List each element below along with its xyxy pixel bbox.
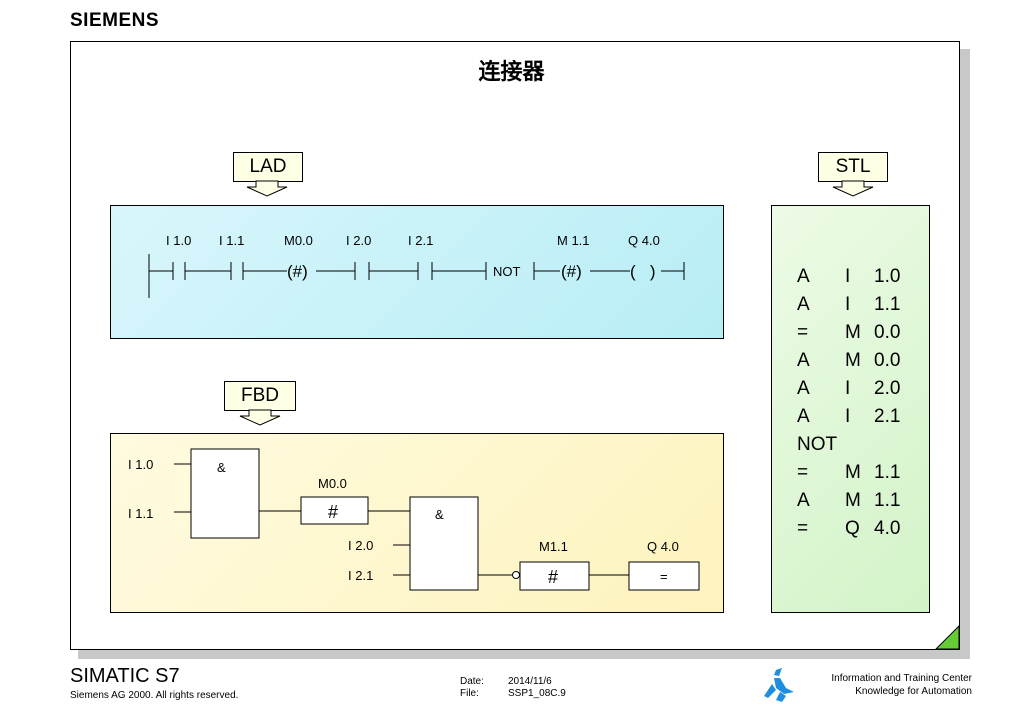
lad-arrow-icon xyxy=(246,180,288,197)
lad-label-i21: I 2.1 xyxy=(408,233,433,248)
itc-line-2: Knowledge for Automation xyxy=(855,686,972,697)
fbd-and-box-1 xyxy=(190,448,260,539)
lad-label-m00: M0.0 xyxy=(284,233,313,248)
lad-connector-m00: (#) xyxy=(287,262,308,281)
fbd-input-i10: I 1.0 xyxy=(128,457,153,472)
itc-line-1: Information and Training Center xyxy=(831,673,972,684)
fbd-assign-label: Q 4.0 xyxy=(647,539,679,554)
fbd-connector1-symbol: # xyxy=(328,502,338,522)
lad-not-label: NOT xyxy=(493,264,521,279)
corner-fold-icon xyxy=(935,625,959,649)
stl-arrow-icon xyxy=(832,180,874,197)
lad-label-i11: I 1.1 xyxy=(219,233,244,248)
fbd-connector1-label: M0.0 xyxy=(318,476,347,491)
lad-label-m11: M 1.1 xyxy=(557,233,590,248)
siemens-logo: SIEMENS xyxy=(70,10,160,31)
fbd-assign-symbol: = xyxy=(660,569,668,584)
fbd-assign-box xyxy=(628,561,700,591)
fbd-tag: FBD xyxy=(224,381,296,411)
fbd-input-i20: I 2.0 xyxy=(348,538,373,553)
product-name: SIMATIC S7 xyxy=(70,665,180,687)
fbd-input-i11: I 1.1 xyxy=(128,506,153,521)
slide-title: 连接器 xyxy=(478,60,545,85)
file-value: SSP1_08C.9 xyxy=(508,688,566,699)
fbd-connector2-symbol: # xyxy=(548,567,558,587)
fbd-and-box-2 xyxy=(409,496,479,591)
lad-label-i20: I 2.0 xyxy=(346,233,371,248)
itc-text: Information and Training Center Knowledg… xyxy=(831,672,972,698)
stl-line: NOT xyxy=(797,434,838,455)
lad-label-q40: Q 4.0 xyxy=(628,233,660,248)
lad-connector-m11: (#) xyxy=(561,262,582,281)
file-label: File: xyxy=(460,688,479,699)
date-value: 2014/11/6 xyxy=(508,676,552,687)
negation-circle xyxy=(512,571,520,579)
fbd-and2-symbol: & xyxy=(435,507,444,522)
lad-panel xyxy=(110,205,724,339)
fbd-input-i21: I 2.1 xyxy=(348,568,373,583)
fbd-connector-box-2 xyxy=(519,561,590,591)
copyright: Siemens AG 2000. All rights reserved. xyxy=(70,690,239,701)
lad-label-i10: I 1.0 xyxy=(166,233,191,248)
slide-meta: Date: 2014/11/6 File: SSP1_08C.9 xyxy=(460,676,566,700)
fbd-arrow-icon xyxy=(239,409,281,426)
itc-logo-icon xyxy=(764,668,794,702)
lad-coil-q40: ( ) xyxy=(630,262,656,281)
stl-tag: STL xyxy=(818,152,888,182)
fbd-connector2-label: M1.1 xyxy=(539,539,568,554)
fbd-and1-symbol: & xyxy=(217,460,226,475)
date-label: Date: xyxy=(460,676,484,687)
